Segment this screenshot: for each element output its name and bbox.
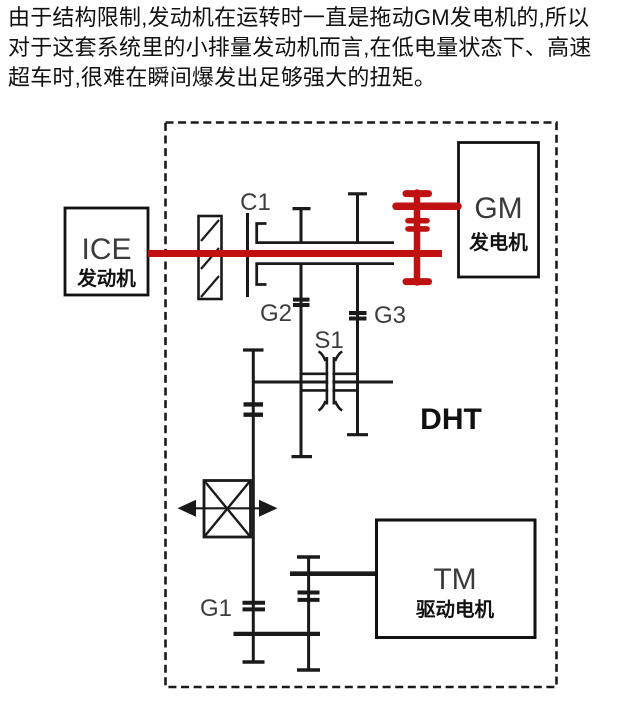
differential: [177, 479, 278, 539]
dht-boundary: [164, 121, 558, 689]
intro-line-2: 对于这套系统里的小排量发动机而言,在低电量状态下、高速: [8, 35, 592, 60]
right-arrow-icon: [259, 499, 278, 517]
clutch-c1-label: C1: [240, 189, 271, 216]
intro-paragraph: 由于结构限制,发动机在运转时一直是拖动GM发电机的,所以 对于这套系统里的小排量…: [8, 3, 614, 93]
gear-g3-label: G3: [374, 302, 406, 329]
ice-title: ICE: [81, 233, 131, 266]
top-gear-b: [348, 192, 367, 243]
torsional-damper: [197, 214, 223, 301]
gear-g3: [347, 263, 368, 437]
gm-title: GM: [474, 192, 522, 225]
s1-label: S1: [314, 327, 343, 354]
gm-box: [457, 141, 540, 279]
intro-line-1: 由于结构限制,发动机在运转时一直是拖动GM发电机的,所以: [8, 5, 590, 30]
tm-subtitle: 驱动电机: [416, 598, 495, 621]
tm-title: TM: [433, 563, 476, 596]
gear-g1-label: G1: [200, 595, 232, 622]
tm-box: [375, 518, 537, 639]
intro-line-3: 超车时,很难在瞬间爆发出足够强大的扭矩。: [8, 65, 437, 90]
top-gear-a: [292, 207, 311, 243]
gm-shaft-red: [392, 189, 462, 286]
gm-subtitle: 发电机: [468, 231, 528, 254]
dht-label: DHT: [420, 403, 482, 436]
ice-subtitle: 发动机: [76, 267, 136, 290]
gear-g2-label: G2: [260, 300, 292, 327]
gear-g2: [291, 263, 312, 459]
countershaft: [242, 348, 265, 664]
tm-gear-shaft: [290, 555, 377, 672]
left-arrow-icon: [177, 499, 196, 517]
synchronizer-s1: [253, 350, 393, 412]
